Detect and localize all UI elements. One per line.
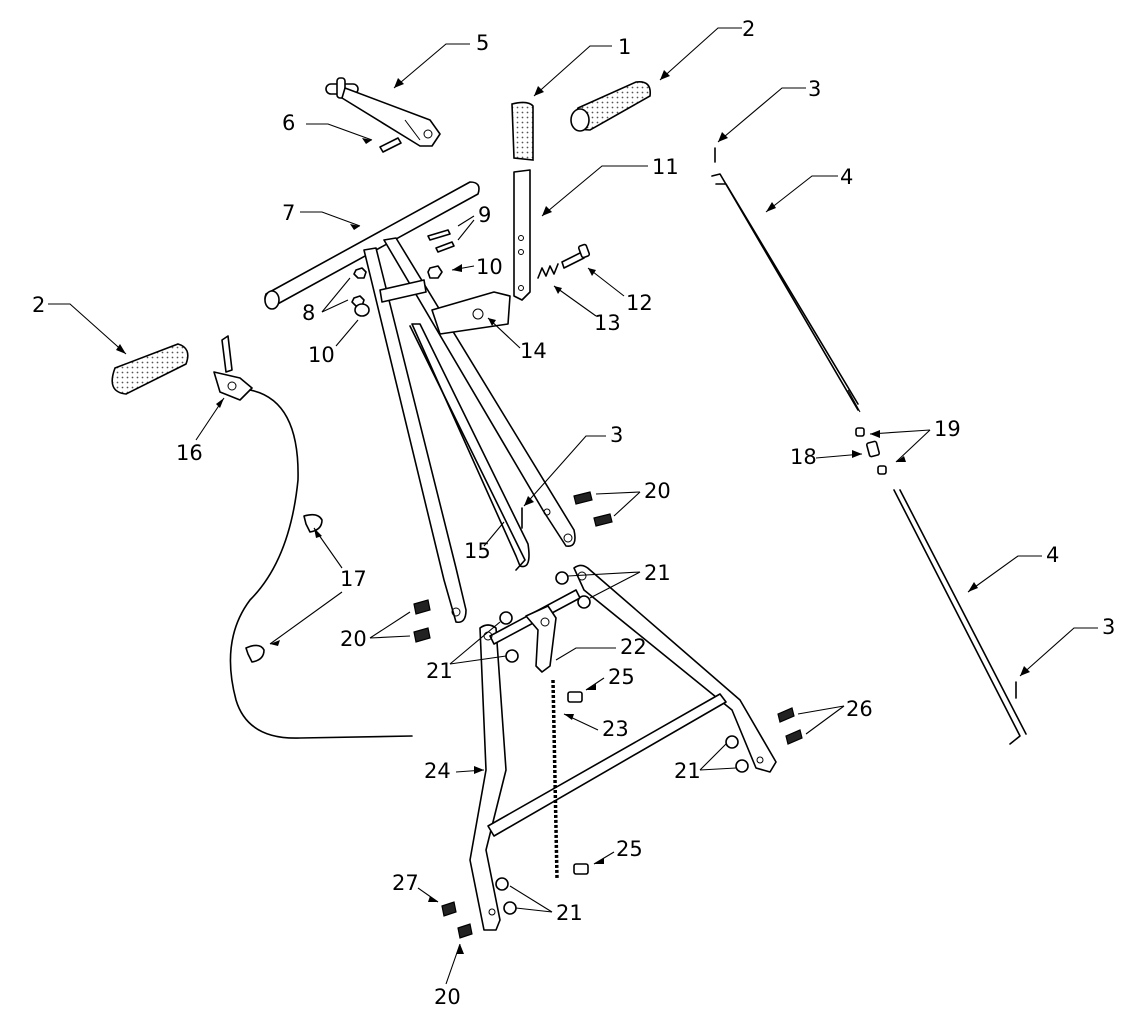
label-1: 1 [618, 35, 631, 59]
label-13: 13 [594, 311, 621, 335]
cotter-pins [521, 147, 1017, 699]
lever-bracket [525, 605, 557, 673]
label-3-lower: 3 [1102, 615, 1115, 639]
label-8: 8 [302, 301, 315, 325]
control-lever [213, 335, 253, 401]
label-20-left: 20 [340, 627, 367, 651]
cable [229, 389, 413, 739]
rod-lower [893, 489, 1027, 745]
bolt-12 [561, 243, 591, 269]
label-14: 14 [520, 339, 547, 363]
label-2-top: 2 [742, 17, 755, 41]
label-26: 26 [846, 697, 873, 721]
label-5: 5 [476, 31, 489, 55]
label-19: 19 [934, 417, 961, 441]
handle-grip-right [570, 80, 652, 132]
upper-frame [363, 237, 576, 624]
label-21-left: 21 [426, 659, 453, 683]
label-9: 9 [478, 203, 491, 227]
cable-clamps [245, 513, 323, 663]
label-18: 18 [790, 445, 817, 469]
bracket [513, 169, 531, 301]
lock-nuts-21 [495, 571, 749, 915]
label-25-top: 25 [608, 665, 635, 689]
plate [379, 279, 511, 335]
chain-links [567, 691, 589, 875]
rod-upper [711, 173, 861, 413]
label-20-mid: 20 [644, 479, 671, 503]
part-labels: 1 2 3 4 5 6 7 9 10 11 12 13 14 8 10 2 16… [32, 17, 1115, 1009]
label-3-mid: 3 [610, 423, 623, 447]
shift-lever [325, 77, 441, 147]
lower-frame [469, 564, 777, 931]
label-4-top: 4 [840, 165, 853, 189]
bolt-27 [441, 901, 457, 917]
bolts-20 [413, 491, 613, 939]
label-12: 12 [626, 291, 653, 315]
label-22: 22 [620, 635, 647, 659]
label-4-lower: 4 [1046, 543, 1059, 567]
label-23: 23 [602, 717, 629, 741]
coupler [855, 427, 887, 475]
handlebar [264, 181, 480, 310]
label-27: 27 [392, 871, 419, 895]
label-21-top: 21 [644, 561, 671, 585]
label-21-bottom: 21 [556, 901, 583, 925]
bolts-26 [777, 707, 803, 745]
label-25-bottom: 25 [616, 837, 643, 861]
pin [379, 137, 402, 153]
label-15: 15 [464, 539, 491, 563]
label-2-left: 2 [32, 293, 45, 317]
nuts-10 [354, 265, 443, 317]
label-24: 24 [424, 759, 451, 783]
label-7: 7 [282, 201, 295, 225]
label-3-top: 3 [808, 77, 821, 101]
label-16: 16 [176, 441, 203, 465]
grip-pad [511, 101, 534, 161]
label-10-upper: 10 [476, 255, 503, 279]
handle-grip-left [111, 343, 189, 395]
bolts-9 [427, 229, 455, 253]
label-21-right: 21 [674, 759, 701, 783]
chain [551, 679, 559, 879]
label-17: 17 [340, 567, 367, 591]
arrowheads [116, 70, 1030, 954]
leader-lines [48, 27, 1098, 985]
spring [537, 263, 559, 279]
label-20-bottom: 20 [434, 985, 461, 1009]
label-6: 6 [282, 111, 295, 135]
rod [409, 325, 526, 571]
label-11: 11 [652, 155, 679, 179]
label-10-lower: 10 [308, 343, 335, 367]
nuts-8 [351, 267, 367, 307]
